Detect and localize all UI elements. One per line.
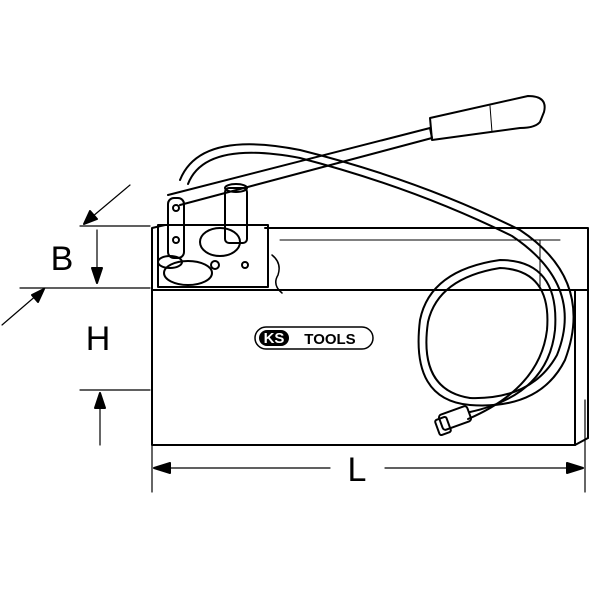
label-l: L: [348, 451, 367, 489]
dimension-l: L: [151, 399, 586, 493]
label-b: B: [51, 240, 74, 278]
label-h: H: [86, 320, 111, 358]
lever-handle: [167, 95, 546, 206]
dimension-b: B: [1, 184, 151, 326]
hose: [179, 143, 575, 437]
tank: [151, 224, 589, 446]
pump-head: [157, 183, 283, 294]
dimension-h: H: [79, 320, 151, 446]
logo-ks: KS: [264, 330, 285, 347]
ks-tools-logo: KS TOOLS: [254, 326, 374, 350]
logo-tools: TOOLS: [304, 331, 355, 348]
